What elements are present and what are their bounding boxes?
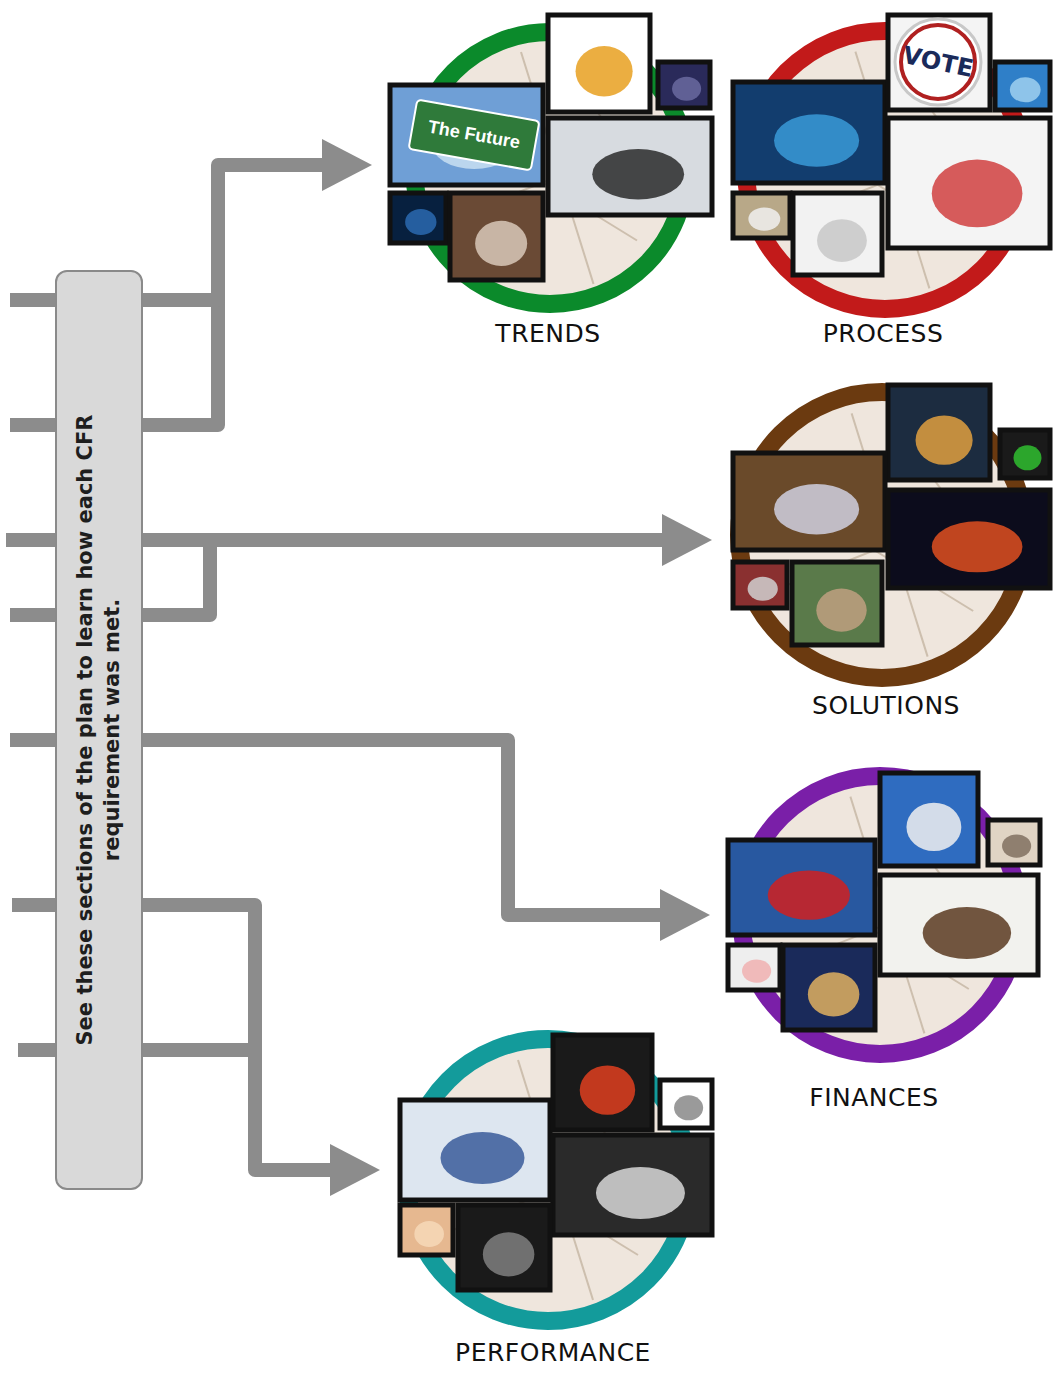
photo [888,490,1050,588]
photo-detail [808,972,860,1016]
photo-detail [748,207,780,230]
photo [793,193,882,275]
photo-detail [596,1167,685,1219]
photo-detail [923,907,1011,959]
section-label: PERFORMANCE [455,1338,651,1367]
photo [390,193,446,243]
section-label: FINANCES [809,1083,938,1112]
photo-detail [672,77,701,101]
photo [548,118,712,215]
photo [658,62,710,108]
photo [728,840,875,935]
photo-detail [932,160,1023,228]
vote-button-rim [901,25,975,99]
photo [728,945,780,990]
photo-detail [768,870,850,919]
arrow-connector [143,165,322,300]
merge-line [138,540,210,615]
photo [783,945,875,1030]
vote-button [895,19,981,105]
road-sign [409,100,540,171]
photo [390,85,543,185]
photo [880,875,1038,975]
photo-detail [748,577,778,601]
circle-outline [380,1027,715,1372]
photo [995,62,1050,110]
arrow-connector [143,905,330,1170]
photo-detail [414,1221,444,1247]
section-label: PROCESS [823,319,944,348]
section-circle: FINANCES [710,764,1043,1117]
photo [660,1080,712,1128]
photo [400,1100,550,1200]
photo-detail [576,46,633,96]
photo [548,15,650,112]
section-label: SOLUTIONS [812,691,960,720]
photo-detail [774,484,859,534]
section-label: TRENDS [495,319,600,348]
photo [888,118,1050,248]
photo [1000,430,1050,478]
photo-detail [1014,445,1042,470]
photo-detail [816,589,866,632]
photo [458,1205,550,1290]
photo [733,193,790,238]
photo [733,82,885,183]
photo [888,15,990,110]
photo-detail [475,221,527,266]
photo [450,193,543,280]
photo [553,1035,652,1130]
photo-detail [483,1232,535,1276]
photo-detail [1010,77,1041,102]
arrow-connector [143,533,662,547]
circle-outline [372,12,715,353]
photo [733,453,885,550]
stub-line [6,533,62,547]
section-circle: PROCESS [715,12,1053,353]
photo [888,385,990,480]
photo-detail [916,415,973,464]
photo-detail [674,1095,703,1120]
photo-detail [405,209,436,235]
circle-outline [715,12,1053,353]
arrow-connector [143,740,660,915]
section-circle: SOLUTIONS [712,380,1053,725]
photo-detail [906,803,961,851]
section-circle: TRENDS [372,12,715,353]
photo [792,562,882,645]
photo-detail [932,521,1023,572]
photo-detail [580,1065,635,1114]
sidebar-box: See these sections of the plan to learn … [55,270,143,1190]
photo-detail [441,1132,525,1184]
photo [988,820,1040,865]
circle-outline [710,764,1043,1117]
photo-detail [742,959,771,982]
photo-detail [592,149,684,199]
photo [400,1205,453,1255]
photo-detail [817,219,867,262]
circle-outline [712,380,1053,725]
photo-detail [1002,834,1031,857]
merge-line [138,300,218,425]
merge-line [138,1043,255,1057]
sidebar-text: See these sections of the plan to learn … [72,400,127,1060]
photo [880,773,978,866]
photo [553,1135,712,1235]
photo [733,562,787,608]
photo-detail [774,114,859,167]
section-circle: PERFORMANCE [380,1027,715,1372]
